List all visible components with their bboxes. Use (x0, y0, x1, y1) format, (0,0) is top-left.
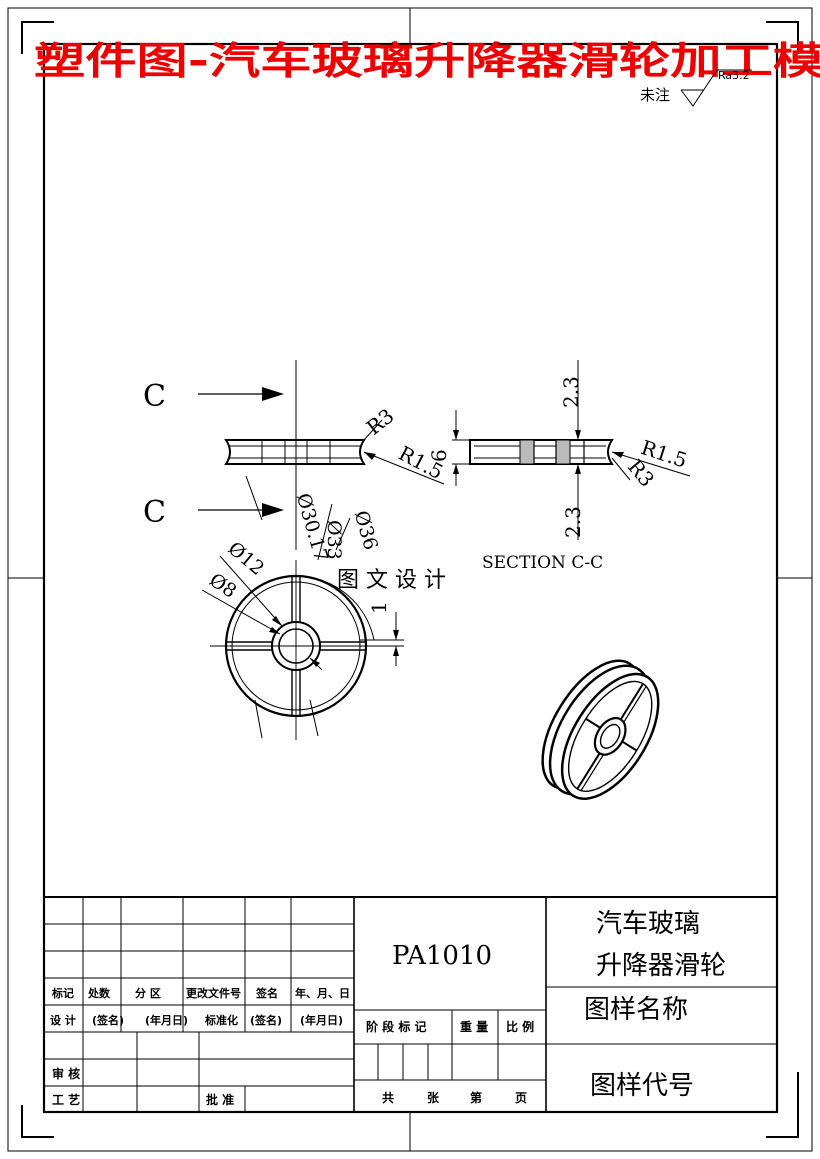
sheets-unit: 张 (427, 1090, 440, 1105)
section-marker-top: C (143, 379, 166, 414)
dim-d36: Ø36 (350, 508, 382, 552)
section-view: 6 2.3 2.3 R1.5 R3 SECTION C-C (427, 360, 691, 573)
dim-r3-front: R3 (362, 404, 399, 440)
dim-d8: Ø8 (205, 569, 240, 603)
dim-d12: Ø12 (224, 537, 269, 579)
rev-header-date: 年、月、日 (295, 986, 350, 1000)
dim-2-3-bottom: 2.3 (561, 506, 585, 538)
process-label: 工 艺 (52, 1092, 80, 1107)
sheet-border (7, 7, 813, 1152)
surface-finish-value: Ra3.2 (718, 69, 750, 82)
rev-header-mark: 标记 (51, 986, 74, 1000)
drawing-name-label: 图样名称 (584, 995, 688, 1025)
design-row-sign1: (签名) (92, 1013, 124, 1027)
surface-finish-symbol: 未注 Ra3.2 (640, 69, 752, 107)
dim-d33: Ø33 (323, 520, 345, 560)
section-title: SECTION C-C (482, 553, 603, 573)
rev-header-count: 处数 (87, 986, 111, 1000)
drawing-number: PA1010 (392, 941, 492, 971)
design-row-std: 标准化 (204, 1013, 238, 1027)
watermark: 图 文 设 计 (337, 568, 446, 593)
dim-one: 1 (367, 601, 391, 614)
design-row-date2: (年月日) (300, 1013, 343, 1027)
approve-label: 批 准 (206, 1092, 234, 1107)
front-view: C C R3 R1.5 Ø30.17 Ø33 Ø36 (143, 360, 447, 564)
design-row-date1: (年月日) (145, 1013, 188, 1027)
stage-header-scale: 比 例 (506, 1019, 534, 1034)
surface-finish-prefix: 未注 (640, 86, 670, 104)
dim-six: 6 (427, 449, 451, 462)
banner-title: 塑件图-汽车玻璃升降器滑轮加工模 (34, 39, 820, 83)
stage-header-weight: 重 量 (460, 1019, 488, 1034)
dim-2-3-top: 2.3 (559, 376, 583, 408)
title-block (44, 896, 777, 1112)
rev-header-sign: 签名 (255, 986, 278, 1000)
part-name-line1: 汽车玻璃 (596, 909, 700, 939)
rev-header-zone: 分 区 (135, 986, 161, 1000)
review-label: 审 核 (52, 1066, 80, 1081)
sheets-total: 共 (382, 1090, 394, 1105)
sheets-current: 第 (470, 1090, 482, 1105)
stage-header-mark: 阶 段 标 记 (366, 1019, 427, 1034)
design-row-design: 设 计 (50, 1013, 76, 1027)
section-marker-bottom: C (143, 495, 166, 530)
sheets-page: 页 (515, 1091, 527, 1105)
title-block-text: PA1010 汽车玻璃 升降器滑轮 图样名称 图样代号 标记 处数 分 区 更改… (50, 909, 726, 1107)
part-name-line2: 升降器滑轮 (596, 951, 726, 981)
drawing-code-label: 图样代号 (590, 1071, 694, 1101)
iso-view (541, 659, 660, 800)
rev-header-doc: 更改文件号 (186, 986, 241, 1000)
design-row-sign2: (签名) (250, 1013, 282, 1027)
